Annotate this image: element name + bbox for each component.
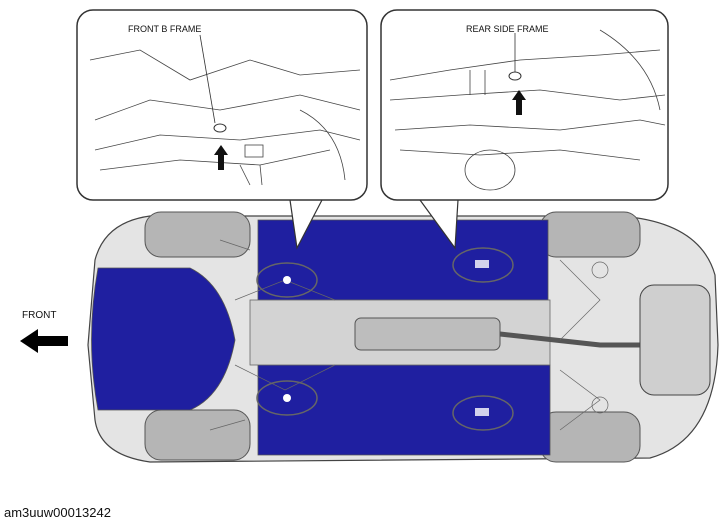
label-leader-left bbox=[199, 34, 216, 124]
arrow-up-icon bbox=[214, 145, 228, 170]
callout-label-right: REAR SIDE FRAME bbox=[466, 24, 549, 34]
front-label: FRONT bbox=[22, 310, 56, 321]
callout-right-sketch bbox=[389, 29, 666, 191]
rear-tank bbox=[639, 284, 711, 396]
exhaust-muffler bbox=[354, 317, 501, 351]
callout-label-left: FRONT B FRAME bbox=[128, 24, 201, 34]
front-direction: FRONT bbox=[20, 310, 68, 353]
jack-point-rear-left bbox=[452, 247, 514, 283]
leader-line-right bbox=[419, 199, 459, 250]
callout-right: REAR SIDE FRAME bbox=[380, 9, 669, 250]
callout-box-right bbox=[380, 9, 669, 201]
jack-point-front-right bbox=[256, 380, 318, 416]
callout-left: FRONT B FRAME bbox=[76, 9, 368, 250]
callout-box-left bbox=[76, 9, 368, 201]
rear-right-tire bbox=[539, 411, 641, 463]
arrow-up-icon bbox=[512, 90, 526, 115]
front-right-tire bbox=[144, 409, 251, 461]
front-floor-area bbox=[91, 267, 236, 411]
rear-left-tire bbox=[539, 211, 641, 258]
callout-left-sketch bbox=[89, 49, 361, 186]
leader-line-left bbox=[289, 199, 323, 250]
undercarriage-diagram: FRONT B FRAME REAR SIDE FRAME FRONT bbox=[20, 9, 719, 463]
arrow-left-icon bbox=[20, 329, 68, 353]
jack-point-rear-right bbox=[452, 395, 514, 431]
car-underbody bbox=[87, 211, 719, 463]
figure-id: am3uuw00013242 bbox=[4, 505, 111, 520]
jack-point-front-left bbox=[256, 262, 318, 298]
front-left-tire bbox=[144, 211, 251, 258]
exhaust-pipe bbox=[499, 331, 640, 348]
